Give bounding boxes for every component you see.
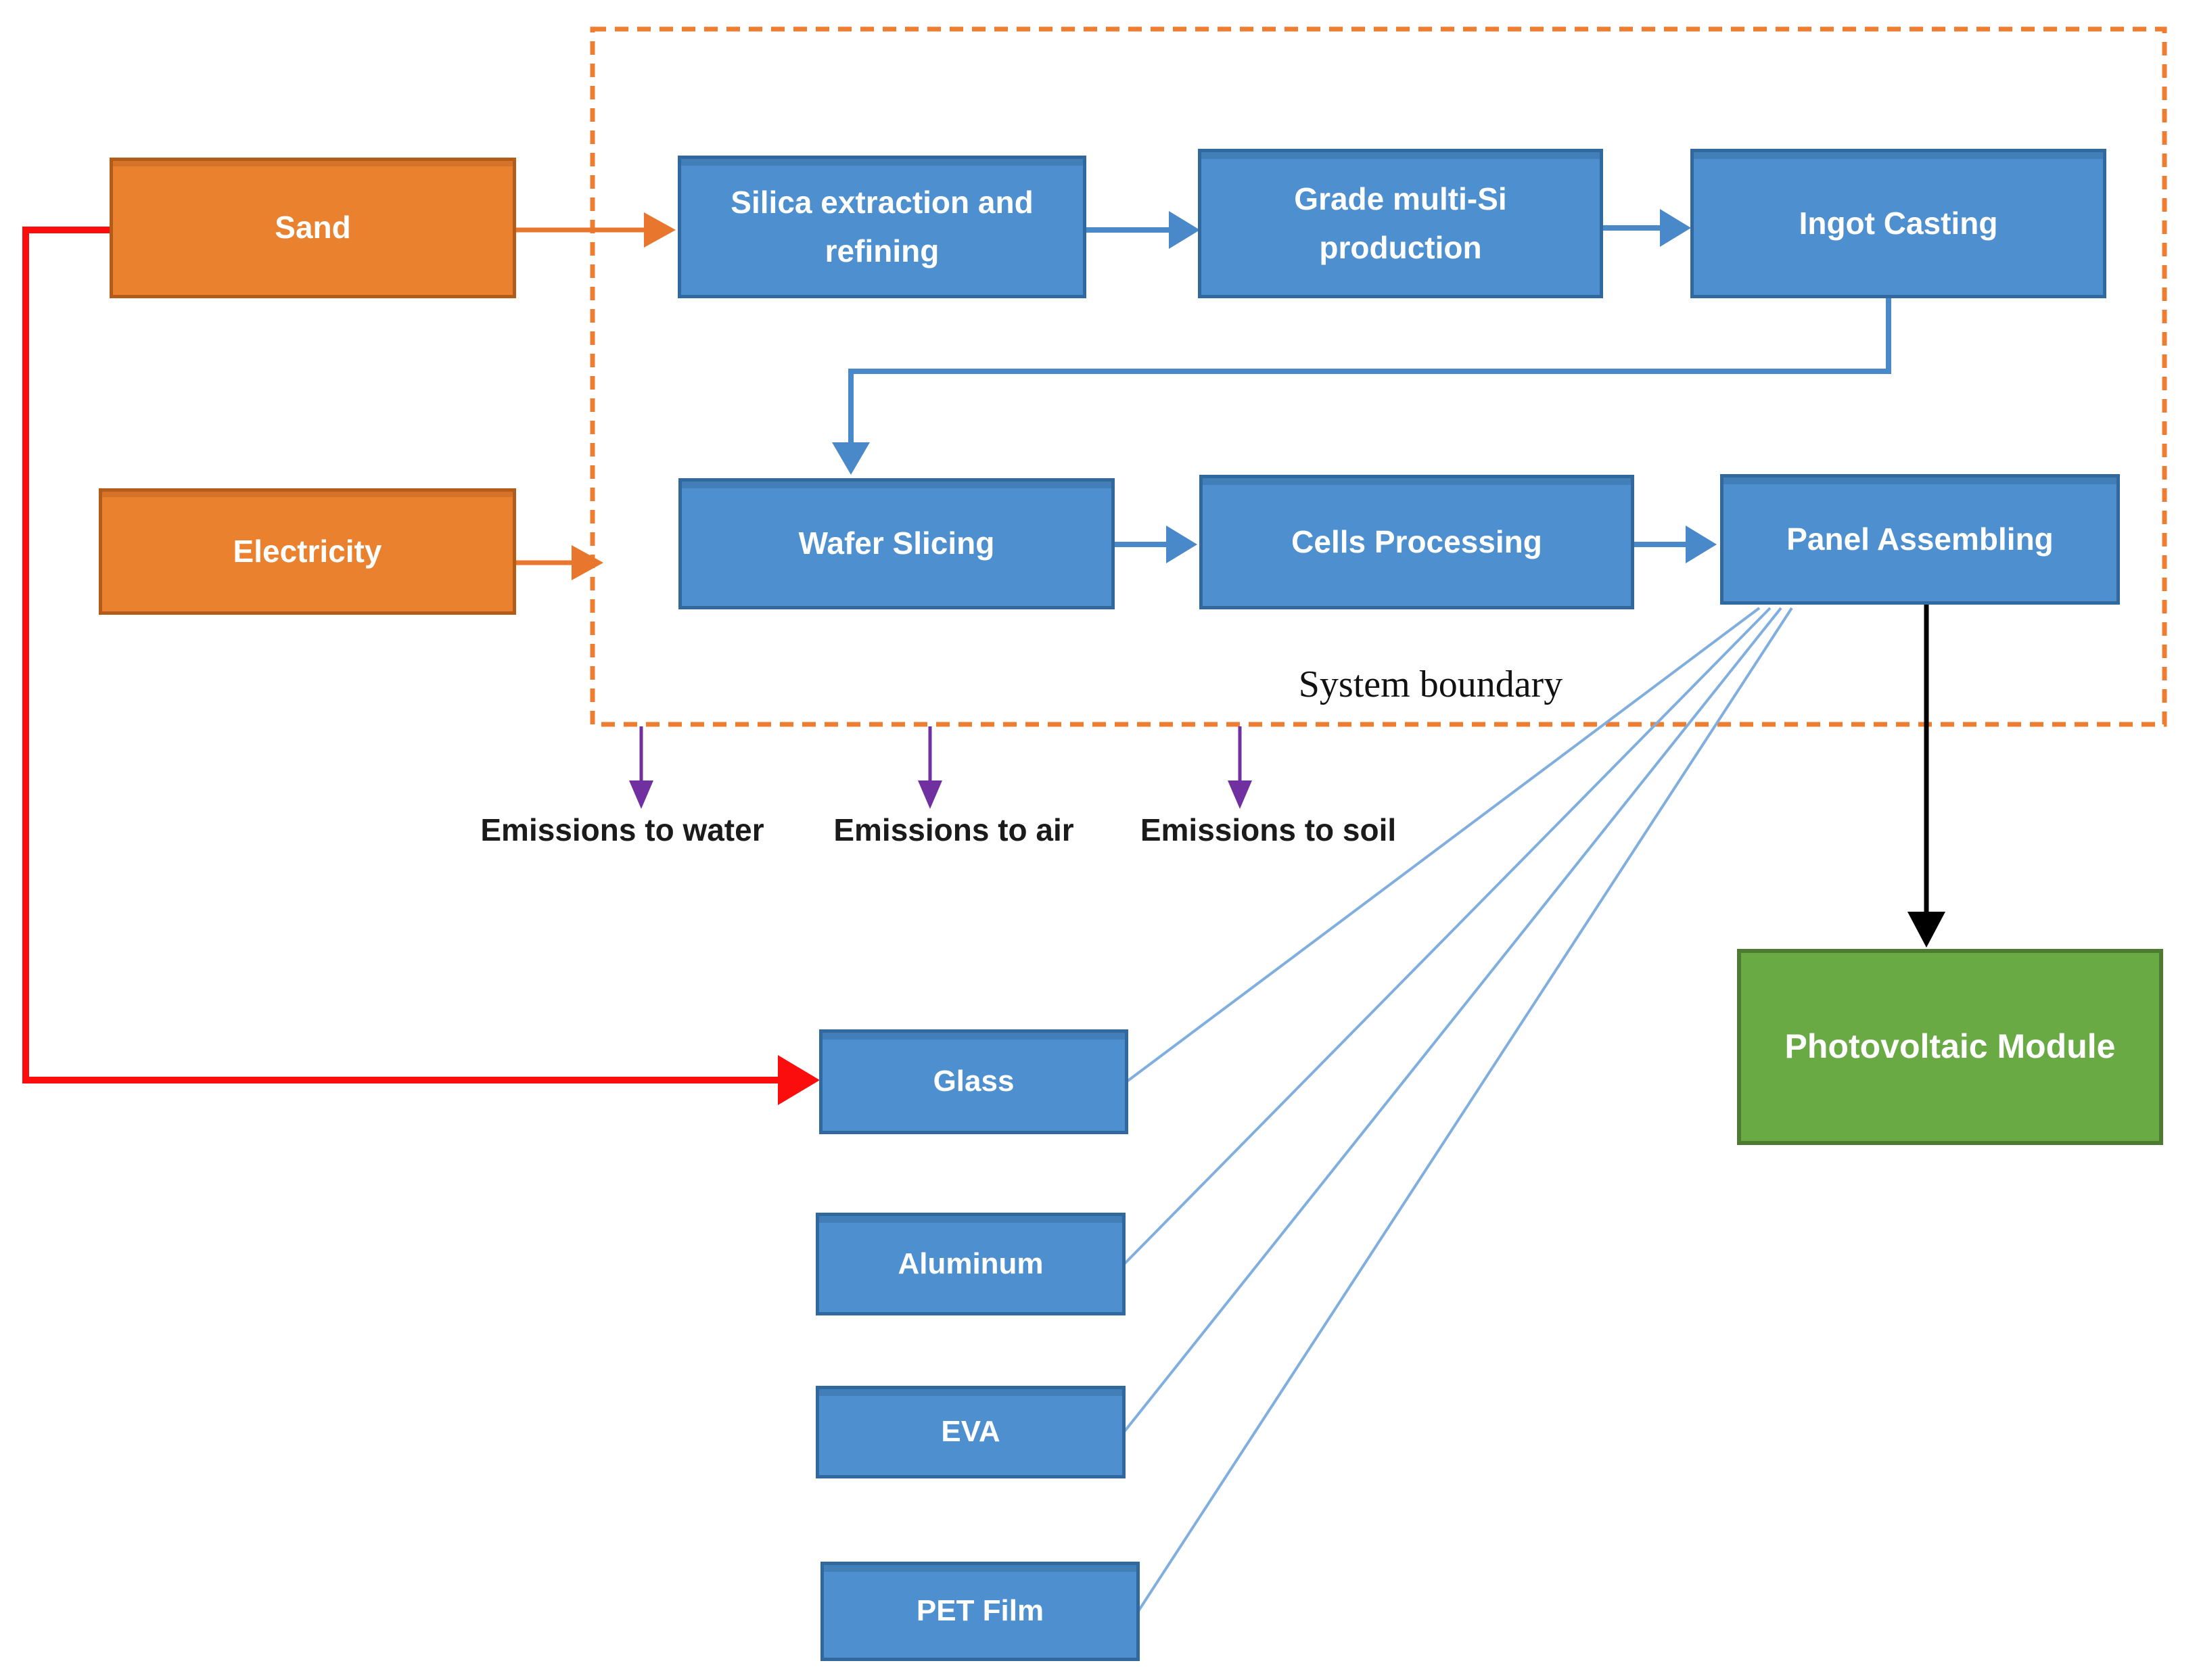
node-aluminum: Aluminum (816, 1213, 1126, 1315)
purple-arrowhead-icon (629, 780, 653, 809)
blue-arrowhead-icon (1169, 211, 1200, 249)
node-aluminum-label: Aluminum (898, 1246, 1044, 1280)
node-cells-processing: Cells Processing (1199, 475, 1634, 609)
blue-arrowhead-icon (1166, 526, 1197, 563)
node-glass-label: Glass (933, 1065, 1015, 1098)
line-aluminum-to-panel (1123, 607, 1772, 1265)
node-electricity-label: Electricity (233, 533, 382, 569)
node-silica-extraction: Silica extraction and refining (678, 156, 1086, 298)
emissions-to-water-label: Emissions to water (480, 812, 764, 847)
orange-arrowhead-icon (644, 212, 676, 248)
red-connector-sand-to-glass (22, 227, 781, 1083)
node-ingot-casting-label: Ingot Casting (1799, 205, 1998, 241)
node-panel-assembling: Panel Assembling (1720, 474, 2120, 605)
emissions-to-soil-label: Emissions to soil (1140, 812, 1397, 847)
node-grade-multi-si: Grade multi-Si production (1198, 149, 1603, 298)
orange-arrowhead-icon (572, 545, 603, 580)
connector-ingot-to-wafer (848, 298, 1891, 445)
node-electricity: Electricity (99, 488, 516, 615)
node-wafer-slicing-label: Wafer Slicing (798, 526, 995, 561)
purple-arrowhead-icon (1228, 780, 1252, 809)
blue-arrowhead-icon (1660, 209, 1691, 247)
node-wafer-slicing: Wafer Slicing (678, 478, 1115, 609)
emissions-to-air-label: Emissions to air (833, 812, 1074, 847)
node-eva: EVA (816, 1386, 1126, 1478)
system-boundary-box (590, 26, 2167, 727)
node-silica-extraction-label: Silica extraction and refining (731, 185, 1034, 269)
node-cells-processing-label: Cells Processing (1291, 523, 1542, 559)
node-panel-assembling-label: Panel Assembling (1786, 521, 2054, 557)
node-grade-multi-si-label: Grade multi-Si production (1294, 181, 1507, 265)
line-eva-to-panel (1123, 607, 1782, 1433)
node-sand: Sand (110, 158, 516, 298)
node-pet-film-label: PET Film (916, 1594, 1044, 1628)
node-glass: Glass (819, 1029, 1128, 1134)
node-pet-film: PET Film (820, 1562, 1140, 1661)
node-sand-label: Sand (275, 210, 351, 246)
node-photovoltaic-module: Photovoltaic Module (1737, 949, 2163, 1145)
black-arrowhead-icon (1907, 912, 1945, 948)
red-arrowhead-icon (778, 1055, 820, 1105)
line-pet-film-to-panel (1137, 607, 1793, 1612)
blue-arrowhead-icon (1686, 526, 1717, 563)
blue-arrowhead-icon (832, 442, 870, 475)
system-boundary-label: System boundary (1298, 663, 1563, 705)
node-ingot-casting: Ingot Casting (1690, 149, 2106, 298)
node-eva-label: EVA (941, 1415, 1000, 1449)
purple-arrowhead-icon (918, 780, 942, 809)
node-photovoltaic-module-label: Photovoltaic Module (1784, 1027, 2116, 1066)
